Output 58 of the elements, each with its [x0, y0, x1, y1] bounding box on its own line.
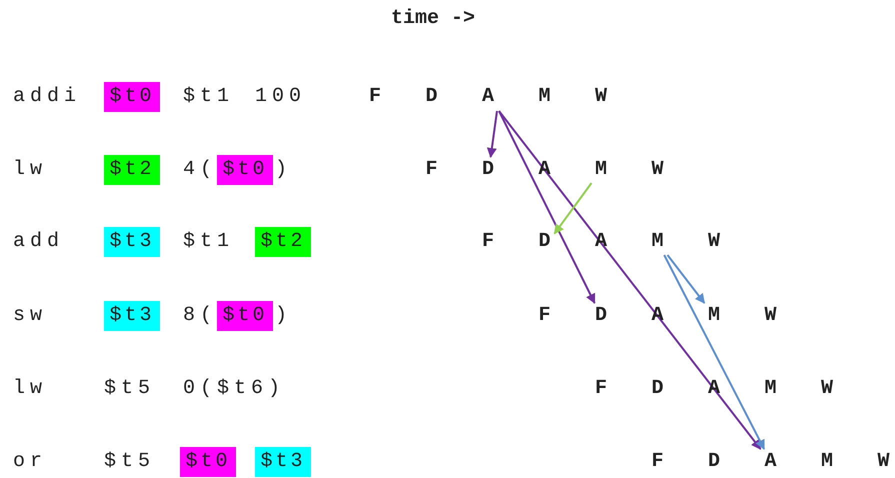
- pipeline-stage: W: [760, 303, 780, 329]
- instruction-operand: ): [275, 303, 292, 329]
- instruction-operand: $t1: [183, 229, 234, 255]
- pipeline-stage: D: [422, 84, 442, 110]
- dependency-arrow: [486, 110, 498, 158]
- instruction-opcode: addi: [13, 84, 82, 110]
- dependency-arrow: [666, 254, 706, 304]
- instruction-operand: ): [275, 157, 292, 183]
- pipeline-stage: F: [365, 84, 385, 110]
- highlighted-register: $t0: [217, 301, 273, 331]
- highlighted-register: $t0: [104, 82, 160, 112]
- instruction-operand: $t1: [183, 84, 234, 110]
- pipeline-stage: D: [534, 229, 554, 255]
- instruction-opcode: lw: [13, 157, 48, 183]
- instruction-opcode: sw: [13, 303, 48, 329]
- dependency-arrow: [498, 110, 596, 304]
- pipeline-stage: W: [817, 376, 837, 402]
- pipeline-stage: W: [874, 449, 894, 475]
- instruction-operand: 4(: [183, 157, 218, 183]
- instruction-opcode: add: [13, 229, 64, 255]
- pipeline-stage: M: [760, 376, 780, 402]
- pipeline-stage: M: [648, 229, 668, 255]
- highlighted-register: $t2: [255, 227, 311, 257]
- dependency-arrow: [554, 182, 592, 234]
- pipeline-stage: D: [704, 449, 724, 475]
- pipeline-stage: F: [591, 376, 611, 402]
- pipeline-stage: F: [648, 449, 668, 475]
- highlighted-register: $t2: [104, 155, 160, 185]
- dependency-arrow: [498, 110, 762, 450]
- instruction-operand: 0($t6): [183, 376, 286, 402]
- dependency-arrow: [663, 254, 766, 450]
- instruction-operand: 8(: [183, 303, 218, 329]
- pipeline-stage: D: [478, 157, 498, 183]
- highlighted-register: $t3: [104, 301, 160, 331]
- pipeline-stage: M: [704, 303, 724, 329]
- instruction-operand: $t5: [104, 449, 156, 475]
- highlighted-register: $t0: [180, 447, 236, 477]
- instruction-opcode: lw: [13, 376, 48, 402]
- instruction-operand: 100: [255, 84, 306, 110]
- pipeline-stage: A: [760, 449, 780, 475]
- pipeline-stage: D: [648, 376, 668, 402]
- axis-title: time ->: [390, 6, 476, 32]
- pipeline-stage: D: [591, 303, 611, 329]
- instruction-opcode: or: [13, 449, 48, 475]
- pipeline-stage: M: [534, 84, 554, 110]
- pipeline-stage: M: [591, 157, 611, 183]
- highlighted-register: $t0: [217, 155, 273, 185]
- highlighted-register: $t3: [255, 447, 311, 477]
- pipeline-stage: M: [817, 449, 837, 475]
- instruction-operand: $t5: [104, 376, 156, 402]
- pipeline-stage: W: [648, 157, 668, 183]
- highlighted-register: $t3: [104, 227, 160, 257]
- pipeline-stage: A: [478, 84, 498, 110]
- pipeline-stage: F: [422, 157, 442, 183]
- pipeline-stage: F: [478, 229, 498, 255]
- pipeline-stage: W: [591, 84, 611, 110]
- pipeline-stage: W: [704, 229, 724, 255]
- pipeline-stage: F: [534, 303, 554, 329]
